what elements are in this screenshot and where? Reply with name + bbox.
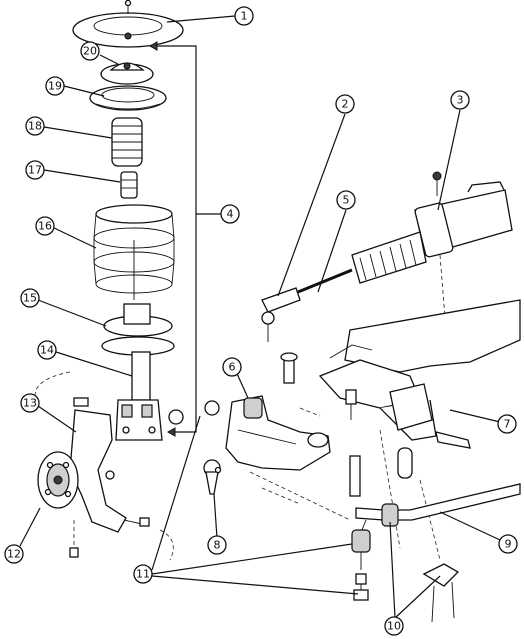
callout-label: 16 — [38, 220, 52, 233]
callout-label: 1 — [241, 10, 248, 23]
callout-label: 7 — [504, 418, 511, 431]
callout-label: 19 — [48, 80, 62, 93]
callout-15: 15 — [20, 288, 40, 308]
frame-crossmember — [280, 299, 521, 561]
callout-label: 10 — [387, 620, 401, 633]
coil-spring — [93, 204, 175, 300]
callout-label: 15 — [23, 292, 37, 305]
callout-13: 13 — [20, 393, 40, 413]
callout-2: 2 — [335, 94, 355, 114]
leader-lines — [19, 15, 501, 619]
callout-4: 4 — [220, 204, 240, 224]
callout-12: 12 — [4, 544, 24, 564]
callout-6: 6 — [222, 357, 242, 377]
dust-boot — [111, 117, 143, 167]
callout-17: 17 — [25, 160, 45, 180]
callout-label: 14 — [40, 344, 54, 357]
callout-16: 16 — [35, 216, 55, 236]
lower-control-arm — [203, 395, 331, 495]
callout-label: 12 — [7, 548, 21, 561]
strut-mount — [100, 62, 154, 85]
callout-label: 4 — [227, 208, 234, 221]
callout-8: 8 — [207, 535, 227, 555]
callout-7: 7 — [497, 414, 517, 434]
callout-label: 20 — [83, 45, 97, 58]
strut-body — [115, 351, 184, 441]
upper-mount-plate — [72, 0, 184, 48]
callout-label: 9 — [505, 538, 512, 551]
callout-3: 3 — [450, 90, 470, 110]
callout-14: 14 — [37, 340, 57, 360]
strut-assembly — [72, 0, 221, 441]
callout-label: 2 — [342, 98, 349, 111]
callout-label: 18 — [28, 120, 42, 133]
upper-spring-seat — [89, 85, 167, 111]
callout-18: 18 — [25, 116, 45, 136]
stabilizer-bar — [249, 471, 521, 623]
callout-label: 17 — [28, 164, 42, 177]
callout-20: 20 — [80, 41, 100, 61]
callout-label: 3 — [457, 94, 464, 107]
callout-11: 11 — [133, 564, 153, 584]
lower-spring-seat — [101, 303, 175, 356]
callout-label: 8 — [214, 539, 221, 552]
callout-label: 5 — [343, 194, 350, 207]
callout-1: 1 — [234, 6, 254, 26]
callout-9: 9 — [498, 534, 518, 554]
steering-knuckle-hub — [34, 371, 174, 561]
jounce-bumper — [120, 171, 138, 199]
callout-label: 6 — [229, 361, 236, 374]
callout-label: 11 — [136, 568, 150, 581]
callout-5: 5 — [336, 190, 356, 210]
callout-label: 13 — [23, 397, 37, 410]
callout-10: 10 — [384, 616, 404, 636]
callout-19: 19 — [45, 76, 65, 96]
